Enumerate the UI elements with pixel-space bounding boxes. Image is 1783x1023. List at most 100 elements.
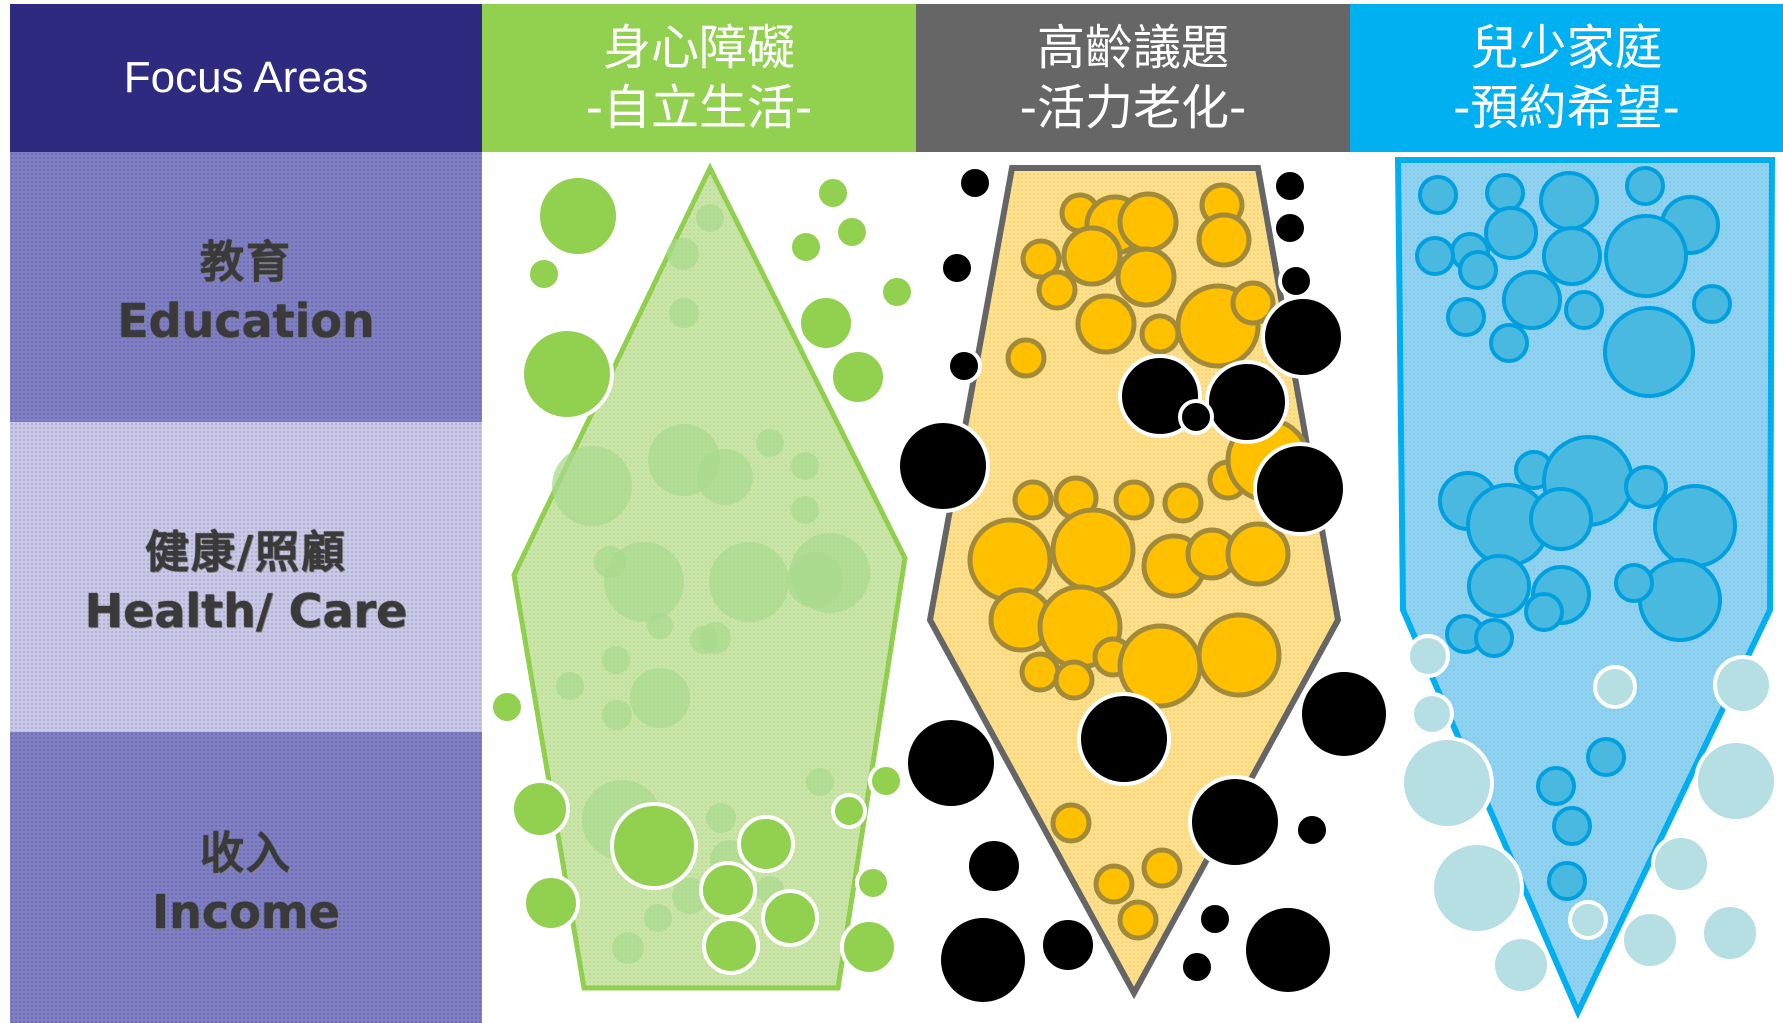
blue-bubble xyxy=(1624,465,1668,509)
header-aging-subtitle: -活力老化- xyxy=(1019,80,1247,136)
green-inner-bubble xyxy=(669,298,699,328)
teal-bubble xyxy=(1491,935,1551,995)
row-income-zh: 收入 xyxy=(200,827,292,879)
green-bubble xyxy=(840,918,898,976)
black-bubble xyxy=(1261,295,1345,379)
green-inner-bubble xyxy=(696,204,724,232)
green-inner-bubble xyxy=(644,904,672,932)
blue-bubble xyxy=(1625,166,1665,206)
teal-bubble xyxy=(1694,739,1778,823)
aging-inner-bubbles xyxy=(967,182,1311,941)
focus-areas-header: Focus Areas xyxy=(10,4,482,152)
blue-bubble xyxy=(1539,171,1599,231)
green-inner-bubble xyxy=(556,672,584,700)
row-education-zh: 教育 xyxy=(200,237,292,288)
green-inner-bubble xyxy=(709,542,789,622)
green-bubble xyxy=(737,815,795,873)
row-health-care-zh: 健康/照顧 xyxy=(144,527,348,578)
green-bubble xyxy=(855,865,891,901)
yellow-bubble xyxy=(1139,313,1181,355)
blue-bubble xyxy=(1692,284,1732,324)
row-health-care-en: Health/ Care xyxy=(84,584,408,638)
header-youth-family-title: 兒少家庭 xyxy=(1470,20,1663,76)
blue-bubble xyxy=(1586,737,1626,777)
blue-bubble xyxy=(1638,558,1722,642)
green-inner-bubble xyxy=(806,768,834,796)
green-bubble xyxy=(831,793,867,829)
yellow-bubble xyxy=(1117,191,1179,253)
yellow-bubble xyxy=(1005,337,1047,379)
yellow-bubble xyxy=(1230,280,1276,326)
blue-bubble xyxy=(1458,250,1498,290)
black-bubble xyxy=(957,165,993,201)
black-bubble xyxy=(1253,442,1347,536)
black-bubble xyxy=(1272,210,1308,246)
black-bubble xyxy=(1294,812,1330,848)
row-income: 收入 Income xyxy=(10,732,482,1023)
teal-bubble xyxy=(1406,634,1450,678)
black-bubble xyxy=(946,348,982,384)
green-inner-bubble xyxy=(756,429,784,457)
green-bubble xyxy=(610,802,698,890)
green-bubble xyxy=(815,175,851,211)
yellow-bubble xyxy=(1162,482,1204,524)
blue-bubble xyxy=(1536,766,1576,806)
green-inner-bubble xyxy=(690,626,718,654)
yellow-bubble xyxy=(1050,802,1092,844)
yellow-bubble xyxy=(1225,521,1291,587)
teal-bubble xyxy=(1713,655,1773,715)
green-bubble xyxy=(520,327,614,421)
yellow-bubble xyxy=(1050,507,1136,593)
green-bubble xyxy=(489,689,525,725)
black-bubble xyxy=(1298,668,1390,760)
blue-bubble xyxy=(1474,618,1514,658)
black-bubble xyxy=(1077,692,1171,786)
blue-bubble xyxy=(1653,484,1737,568)
blue-bubble xyxy=(1415,236,1455,276)
green-bubble xyxy=(522,874,580,932)
blue-bubble xyxy=(1484,206,1538,260)
teal-bubble xyxy=(1700,903,1760,963)
teal-bubble xyxy=(1568,900,1608,940)
blue-bubble xyxy=(1489,323,1529,363)
black-bubble xyxy=(939,250,975,286)
youth-outer-bubbles xyxy=(1400,634,1778,995)
green-bubble xyxy=(829,348,887,406)
row-health-care: 健康/照顧 Health/ Care xyxy=(10,422,482,732)
yellow-bubble xyxy=(1053,659,1095,701)
green-bubble xyxy=(699,861,757,919)
youth-column-graphic xyxy=(1394,157,1778,1020)
green-inner-bubble xyxy=(787,552,843,608)
yellow-bubble xyxy=(1196,612,1282,698)
black-bubble xyxy=(1179,949,1215,985)
black-bubble xyxy=(904,716,998,810)
blue-bubble xyxy=(1446,297,1486,337)
blue-bubble xyxy=(1529,487,1593,551)
yellow-bubble xyxy=(1012,479,1054,521)
blue-bubble xyxy=(1542,226,1602,286)
green-bubble xyxy=(510,779,570,839)
green-bubble xyxy=(788,229,824,265)
youth-inner-bubbles xyxy=(1415,166,1737,901)
focus-areas-title: Focus Areas xyxy=(123,53,369,102)
green-inner-bubble xyxy=(791,496,819,524)
green-inner-bubble xyxy=(672,878,708,914)
black-bubble xyxy=(1197,901,1233,937)
black-bubble xyxy=(896,419,990,513)
teal-bubble xyxy=(1430,841,1524,935)
yellow-bubble xyxy=(1019,651,1061,693)
black-bubble xyxy=(1188,775,1282,869)
blue-bubble xyxy=(1485,173,1525,213)
blue-bubble xyxy=(1604,214,1688,298)
green-inner-bubble xyxy=(647,613,673,639)
green-bubble xyxy=(879,274,915,310)
yellow-bubble xyxy=(1141,847,1183,889)
green-inner-bubble xyxy=(602,700,632,730)
blue-bubble xyxy=(1603,306,1695,398)
teal-bubble xyxy=(1400,736,1494,830)
aging-black-bubbles xyxy=(896,165,1390,1006)
yellow-bubble xyxy=(1115,246,1177,308)
green-bubble xyxy=(797,294,855,352)
yellow-bubble xyxy=(1117,899,1159,941)
black-bubble xyxy=(1272,168,1308,204)
